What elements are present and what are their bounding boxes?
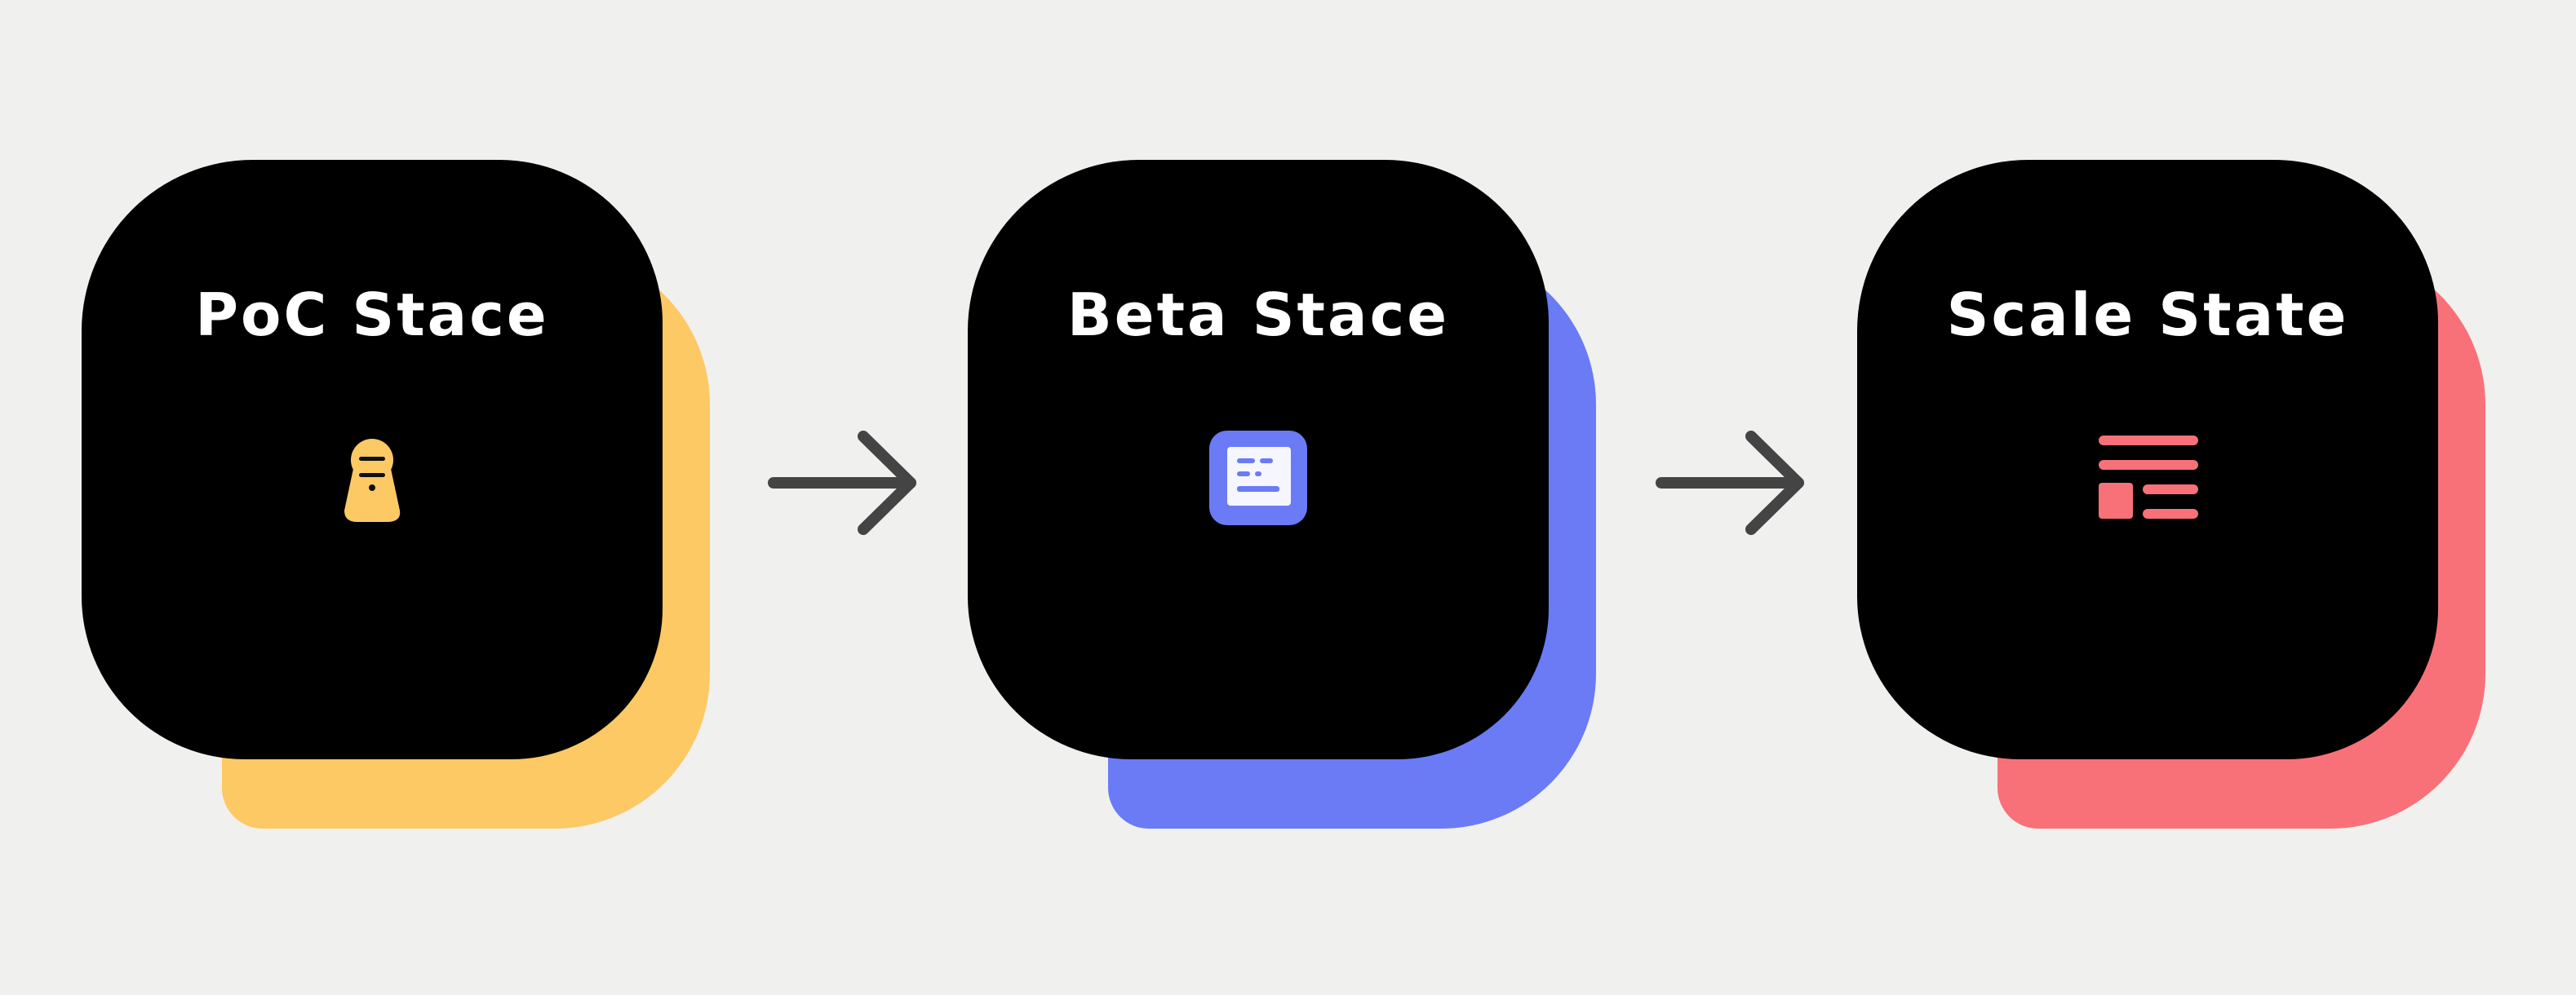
- stage-card: Scale State: [1857, 160, 2438, 759]
- arrow-right-icon: [1647, 420, 1810, 542]
- document-icon: [1193, 413, 1323, 543]
- stage-title: Beta Stace: [1066, 281, 1450, 349]
- stage-scale: Scale State: [1857, 160, 2485, 829]
- stage-poc: PoC Stace: [82, 160, 710, 829]
- stage-title: Scale State: [1946, 281, 2349, 349]
- stage-card: Beta Stace: [968, 160, 1549, 759]
- list-icon: [2082, 413, 2213, 543]
- arrow-right-icon: [759, 420, 922, 542]
- stage-beta: Beta Stace: [968, 160, 1596, 829]
- stage-card: PoC Stace: [82, 160, 663, 759]
- stage-title: PoC Stace: [195, 281, 549, 349]
- lock-icon: [307, 413, 437, 543]
